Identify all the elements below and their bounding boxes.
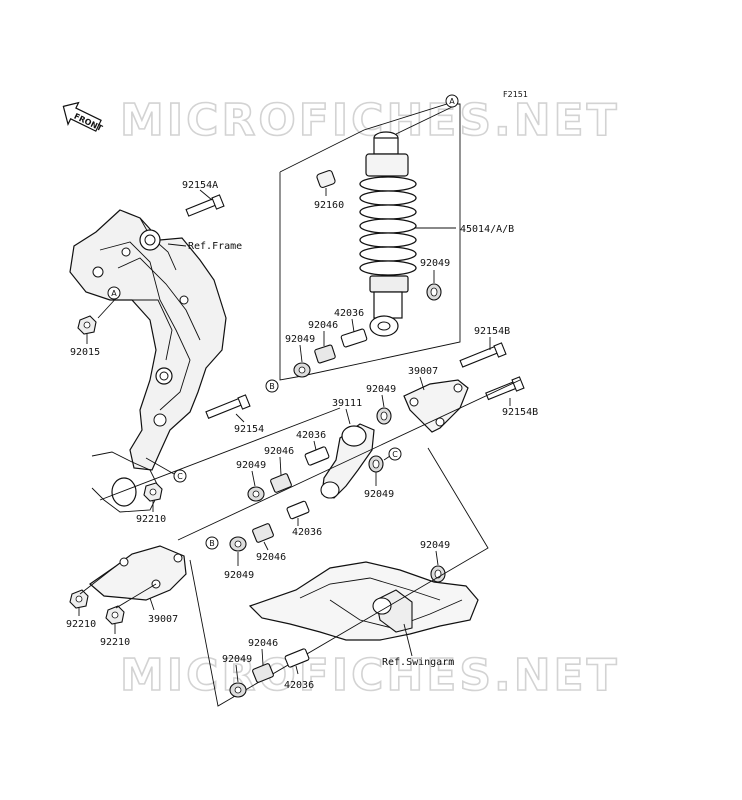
ref-frame-label: Ref.Frame xyxy=(188,241,242,252)
label-92046-mid: 92046 xyxy=(264,446,294,457)
label-42036-top: 42036 xyxy=(334,308,364,319)
label-92046-low: 92046 xyxy=(256,552,286,563)
label-92015: 92015 xyxy=(70,347,100,358)
label-39007-top: 39007 xyxy=(408,366,438,377)
label-39111: 39111 xyxy=(332,398,362,409)
label-92046-top: 92046 xyxy=(308,320,338,331)
bolt-92154B-top xyxy=(459,342,507,368)
label-92049-top: 92049 xyxy=(285,334,315,345)
plate-39007-top xyxy=(403,379,469,433)
label-92049-bottom: 92049 xyxy=(222,654,252,665)
label-42036-bottom: 42036 xyxy=(284,680,314,691)
label-92049-c: 92049 xyxy=(364,489,394,500)
plate-39007-bottom xyxy=(89,545,187,601)
callout-b-top: B xyxy=(265,379,279,393)
label-92160: 92160 xyxy=(314,200,344,211)
watermark-bottom: MICROFICHES.NET xyxy=(120,650,620,701)
label-92154B-right: 92154B xyxy=(502,407,538,418)
assembly-axis-1 xyxy=(177,379,521,541)
label-92154A: 92154A xyxy=(182,180,218,191)
callout-c-frame: C xyxy=(173,469,187,483)
seal-92049-shock xyxy=(426,283,442,301)
nut-92210-b xyxy=(105,605,125,625)
seal-92049-mid xyxy=(247,486,265,502)
label-92049-link: 92049 xyxy=(366,384,396,395)
collar-42036-top xyxy=(340,328,368,348)
ref-swingarm-label: Ref.Swingarm xyxy=(382,657,454,668)
collar-42036-low xyxy=(286,500,310,520)
label-92210-frame: 92210 xyxy=(136,514,166,525)
svg-text:B: B xyxy=(269,382,275,391)
label-92154: 92154 xyxy=(234,424,264,435)
label-45014: 45014/A/B xyxy=(460,224,514,235)
label-92049-right: 92049 xyxy=(420,540,450,551)
bushing-92046-bottom xyxy=(252,663,274,683)
svg-text:C: C xyxy=(392,450,398,459)
callout-a-top: A xyxy=(445,94,459,108)
svg-text:A: A xyxy=(449,97,455,106)
assembly-axis-2 xyxy=(99,407,341,501)
svg-text:C: C xyxy=(177,472,183,481)
rocker-39111 xyxy=(320,423,375,499)
callout-b-lower: B xyxy=(205,536,219,550)
bushing-92046-mid xyxy=(270,473,292,493)
collar-42036-bottom xyxy=(284,648,310,668)
callout-c-link: C xyxy=(388,447,402,461)
label-92210-a: 92210 xyxy=(66,619,96,630)
label-92210-b: 92210 xyxy=(100,637,130,648)
label-92046-bottom: 92046 xyxy=(248,638,278,649)
seal-92049-right xyxy=(430,565,446,583)
label-42036-mid: 42036 xyxy=(296,430,326,441)
bolt-92154A xyxy=(185,194,225,217)
svg-text:A: A xyxy=(111,289,117,298)
seal-92049-top xyxy=(293,362,311,378)
bushing-92160 xyxy=(316,169,336,189)
frame-bracket xyxy=(69,209,227,513)
label-92049-low: 92049 xyxy=(224,570,254,581)
bolt-92154 xyxy=(205,394,251,419)
front-arrow-icon: FRONT xyxy=(62,101,104,133)
collar-42036-mid xyxy=(304,446,330,466)
label-92154B-top: 92154B xyxy=(474,326,510,337)
seal-92049-bottom xyxy=(229,682,247,698)
label-42036-low: 42036 xyxy=(292,527,322,538)
figure-code: F2151 xyxy=(503,90,528,99)
label-92049-mid: 92049 xyxy=(236,460,266,471)
nut-92210-frame xyxy=(143,482,163,502)
bottom-group-outline xyxy=(189,447,489,707)
nut-92210-a xyxy=(69,589,89,609)
shock-absorber xyxy=(359,131,417,337)
bushing-92046-top xyxy=(314,344,336,364)
bushing-92046-low xyxy=(252,523,274,543)
callout-a-frame: A xyxy=(107,286,121,300)
bolt-92154B-right xyxy=(485,376,525,401)
svg-text:B: B xyxy=(209,539,215,548)
seal-92049-link xyxy=(376,407,392,425)
nut-92015 xyxy=(77,315,97,335)
swingarm xyxy=(248,561,479,641)
label-39007-bottom: 39007 xyxy=(148,614,178,625)
shock-group-outline xyxy=(279,103,461,381)
seal-92049-low xyxy=(229,536,247,552)
watermark-top: MICROFICHES.NET xyxy=(120,95,620,146)
label-92049-shock: 92049 xyxy=(420,258,450,269)
seal-92049-c xyxy=(368,455,384,473)
